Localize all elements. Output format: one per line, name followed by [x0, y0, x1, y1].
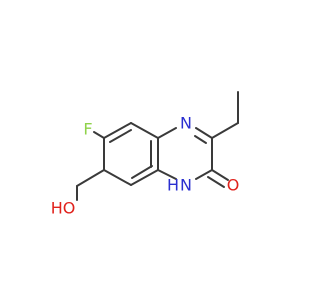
bond [130, 169, 159, 186]
bond-c-n-double [194, 135, 207, 144]
bond [103, 122, 132, 139]
bond-carbonyl [211, 169, 229, 181]
hydroxyl-label: HO [51, 199, 76, 218]
molecule-canvas: F N N H O HO [51, 91, 240, 218]
carbonyl-oxygen-label: O [227, 176, 240, 195]
bond [130, 122, 159, 139]
bond-group [76, 91, 239, 201]
bond-double-inner [131, 165, 153, 179]
structure-diagram: F N N H O HO [51, 91, 240, 218]
ring-nitrogen-atom-label: N [180, 114, 192, 133]
bond [157, 127, 177, 139]
bond-c-n-double [195, 127, 213, 139]
bond [195, 169, 213, 180]
nh-hydrogen-label: H [167, 176, 179, 195]
bond-ethyl [211, 122, 239, 139]
bond-carbonyl [207, 176, 225, 188]
bond [157, 169, 177, 180]
bond-fluorine [93, 131, 105, 139]
bond [103, 169, 132, 186]
bond-hydroxymethyl [76, 169, 105, 187]
nh-atom-label: N [180, 176, 192, 195]
bond-double-inner [109, 129, 132, 143]
fluorine-atom-label: F [83, 120, 92, 139]
